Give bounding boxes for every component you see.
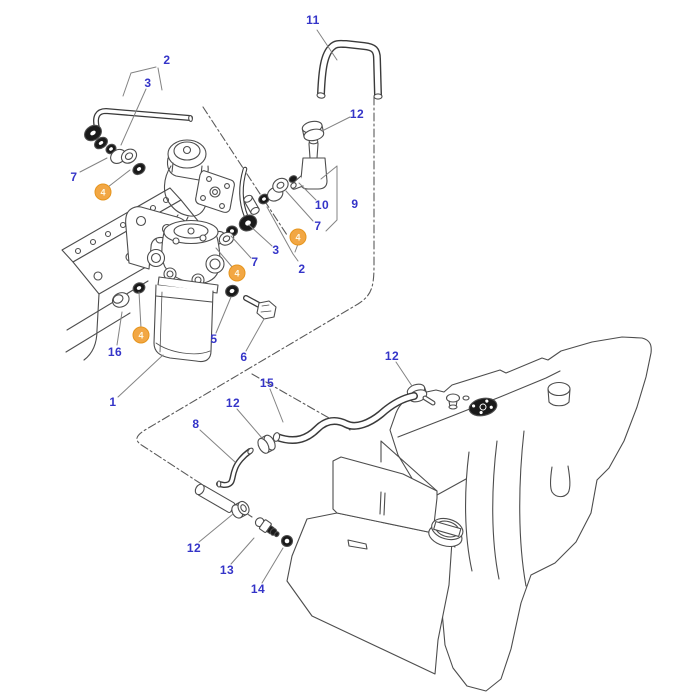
banjo-fittings-left [84,124,146,176]
bolt-6 [243,295,277,320]
part-callout-1-14[interactable]: 1 [109,395,117,409]
filler-cap [428,517,464,548]
fuel-lift-pump [163,139,235,242]
tank-top-fittings [406,381,571,417]
drain-plug [111,282,146,308]
fuel-tank [380,336,652,692]
fuel-filter-assembly [146,219,225,363]
part-callout-6-13[interactable]: 6 [240,350,248,364]
part-callout-2-1[interactable]: 2 [163,53,171,67]
highlight-marker-4-3[interactable]: 4 [132,326,150,344]
leader-lines [79,29,413,584]
part-callout-5-12[interactable]: 5 [210,332,218,346]
fuel-tank-front [286,456,453,675]
part-callout-12-16[interactable]: 12 [225,396,241,410]
bent-pipe-8 [216,447,254,488]
part-callout-10-5[interactable]: 10 [314,198,330,212]
part-callout-3-8[interactable]: 3 [272,243,280,257]
part-callout-3-2[interactable]: 3 [144,76,152,90]
part-callout-7-7[interactable]: 7 [314,219,322,233]
hose-clamp-mid [257,434,276,454]
part-callout-13-20[interactable]: 13 [219,563,235,577]
highlight-marker-4-1[interactable]: 4 [289,228,307,246]
part-callout-7-9[interactable]: 7 [251,255,259,269]
part-callout-12-4[interactable]: 12 [349,107,365,121]
part-callout-8-18[interactable]: 8 [192,417,200,431]
hose-clamp-top [301,120,325,142]
part-callout-11-0[interactable]: 11 [306,13,320,27]
part-callout-12-17[interactable]: 12 [384,349,400,363]
hose-clamp-lower [231,500,250,519]
part-callout-9-6[interactable]: 9 [351,197,359,211]
elbow-fitting [290,138,328,190]
part-callout-14-21[interactable]: 14 [250,582,266,596]
highlight-marker-4-0[interactable]: 4 [94,183,112,201]
fuel-pipe-upper [93,108,193,131]
fuel-hose-15 [272,392,418,444]
part-callout-12-19[interactable]: 12 [186,541,202,555]
sealing-washer-5 [225,284,239,298]
pump-outlet-pipe [239,166,249,219]
highlight-marker-4-2[interactable]: 4 [228,264,246,282]
washer-14 [280,534,294,548]
part-callout-16-11[interactable]: 16 [107,345,123,359]
part-callout-2-10[interactable]: 2 [298,262,306,276]
part-callout-7-3[interactable]: 7 [70,170,78,184]
connector-13 [254,517,280,538]
part-callout-15-15[interactable]: 15 [259,376,275,390]
breather-hose [316,39,383,100]
